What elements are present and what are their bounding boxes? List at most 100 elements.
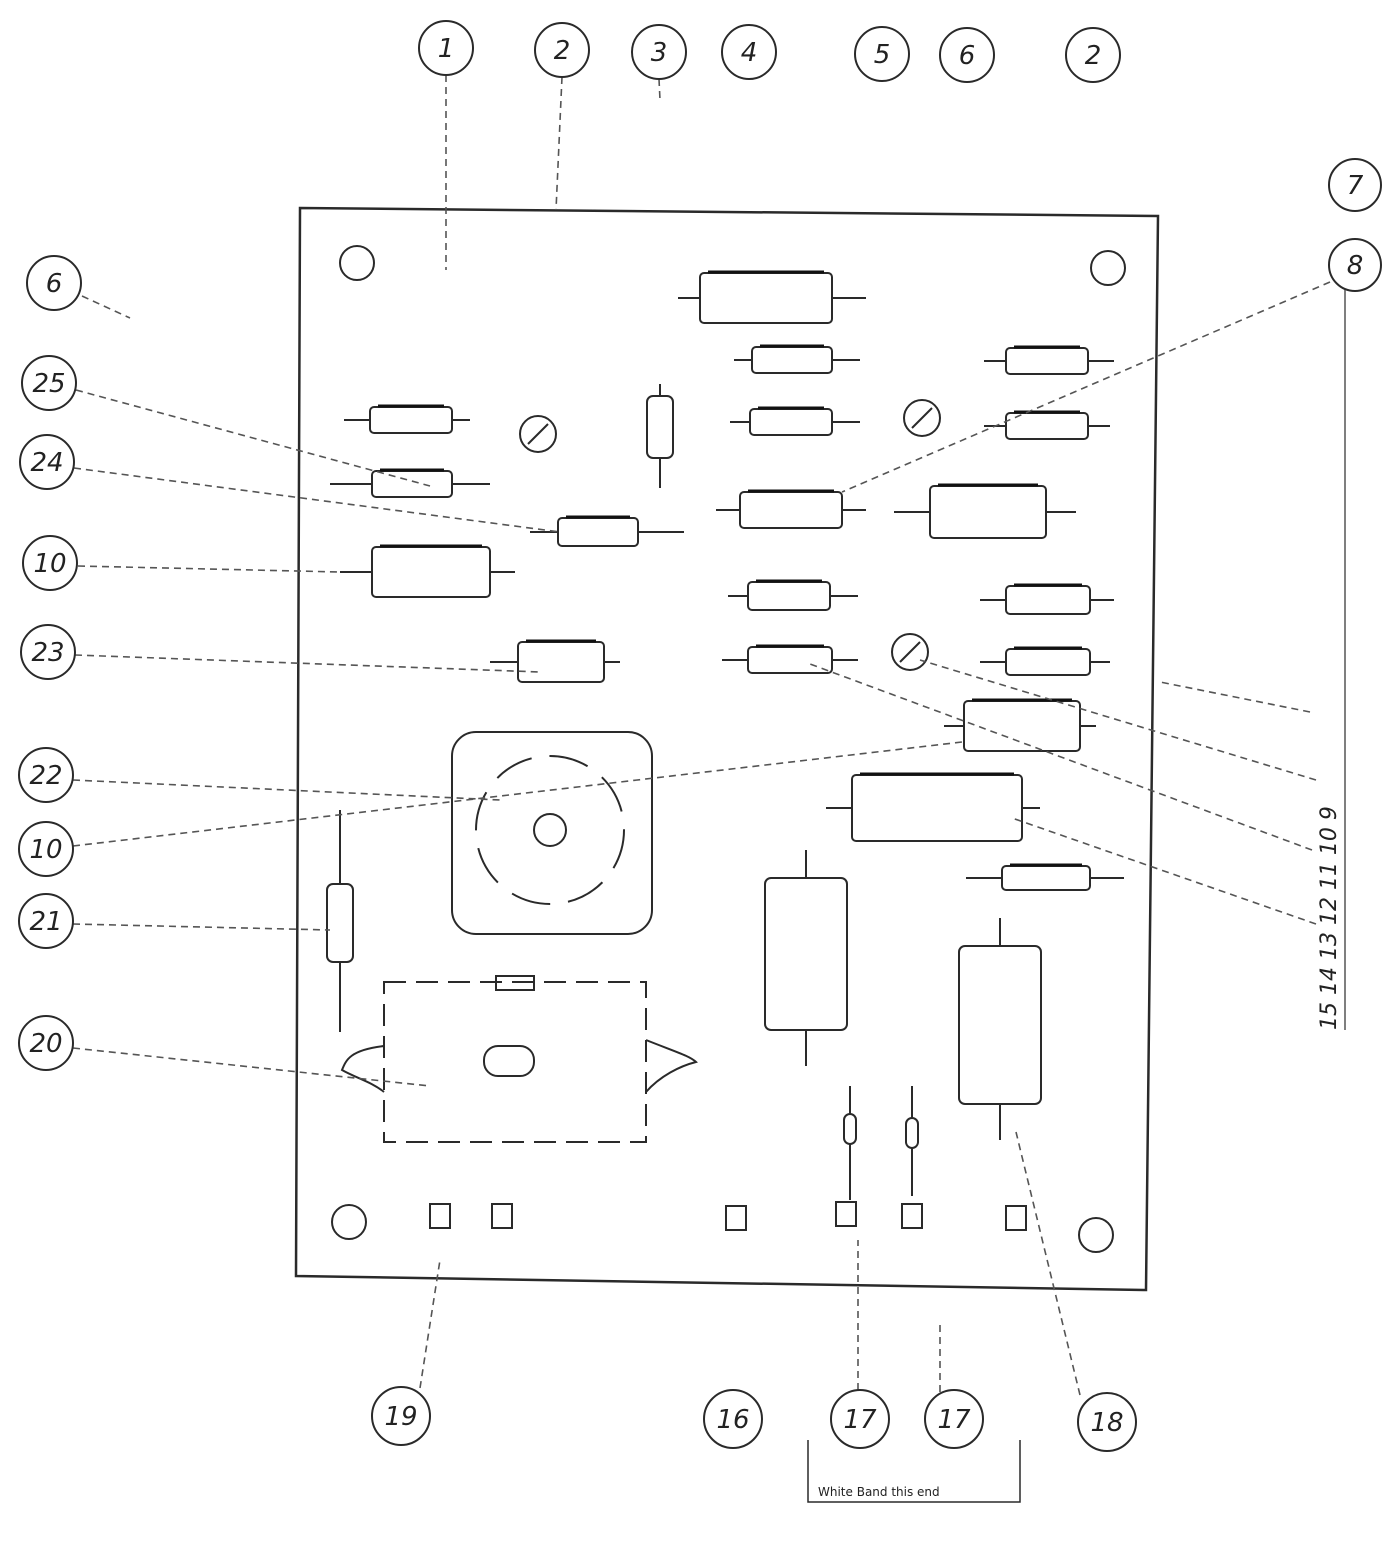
capacitor-electrolytic (944, 698, 1096, 752)
callout-bottom-17a: 17 (830, 1389, 890, 1449)
svg-text:5: 5 (874, 40, 891, 70)
terminal-pin (429, 1203, 451, 1229)
svg-text:10: 10 (33, 549, 66, 579)
svg-text:6: 6 (959, 41, 976, 71)
resistor-vertical (326, 810, 354, 1032)
terminal-pin (1005, 1205, 1027, 1231)
resistor (984, 345, 1114, 375)
trimpot (903, 399, 941, 437)
mounting-hole (339, 245, 375, 281)
svg-text:17: 17 (937, 1405, 971, 1435)
callout-left-23: 23 (20, 624, 76, 680)
callouts-left: 6 25 24 10 23 22 10 21 20 (18, 255, 82, 1071)
transformer (340, 975, 698, 1143)
leader-line (658, 78, 661, 101)
callout-top-5: 5 (854, 26, 910, 82)
leader-line (1159, 681, 1311, 713)
capacitor-electrolytic (340, 544, 515, 598)
capacitor-vertical (764, 850, 848, 1066)
resistor (722, 644, 858, 674)
svg-text:8: 8 (1347, 251, 1364, 281)
resistor (734, 344, 860, 374)
right-edge-label-strip: 15 14 13 12 11 10 9 (1317, 290, 1346, 1030)
diode (905, 1086, 919, 1196)
leader-line (809, 663, 1313, 851)
callout-right-8: 8 (1328, 238, 1382, 292)
resistor (980, 646, 1110, 676)
leader-line (75, 389, 431, 487)
svg-text:22: 22 (29, 761, 62, 791)
leader-line (72, 741, 963, 847)
resistor-vertical (646, 384, 674, 488)
capacitor-small (490, 639, 620, 683)
mounting-hole (1090, 250, 1126, 286)
capacitor-vertical (958, 918, 1042, 1140)
diode (843, 1086, 857, 1200)
resistor (980, 583, 1114, 615)
callouts-right: 7 8 (1328, 158, 1382, 292)
white-band-note: White Band this end (807, 1440, 1021, 1503)
svg-text:2: 2 (554, 36, 571, 66)
svg-text:16: 16 (716, 1405, 749, 1435)
callout-top-1: 1 (418, 20, 474, 76)
mounting-hole (1078, 1217, 1114, 1253)
svg-text:21: 21 (29, 907, 62, 937)
svg-text:2: 2 (1085, 41, 1102, 71)
resistor (984, 410, 1110, 440)
resistor (344, 404, 470, 434)
callout-top-7: 2 (1065, 27, 1121, 83)
callout-left-10b: 10 (18, 821, 74, 877)
leader-line (919, 659, 1317, 781)
svg-text:1: 1 (438, 34, 455, 64)
leader-line (1015, 1131, 1081, 1396)
callout-top-4: 4 (721, 24, 777, 80)
fan-socket (451, 731, 653, 935)
circuit-board (294, 206, 1160, 1292)
trimpot (891, 633, 929, 671)
capacitor-large-top (678, 270, 866, 324)
resistor (530, 515, 684, 547)
svg-text:20: 20 (29, 1029, 62, 1059)
svg-text:24: 24 (30, 448, 63, 478)
leader-line (72, 779, 501, 801)
leader-line (841, 281, 1331, 493)
svg-text:19: 19 (384, 1402, 417, 1432)
svg-text:7: 7 (1347, 171, 1364, 201)
svg-text:18: 18 (1090, 1408, 1123, 1438)
callout-left-6: 6 (26, 255, 82, 311)
leader-line (81, 295, 131, 319)
callout-left-20: 20 (18, 1015, 74, 1071)
leader-line (77, 565, 341, 573)
callout-top-3: 3 (631, 24, 687, 80)
svg-text:17: 17 (843, 1405, 877, 1435)
trimpot (519, 415, 557, 453)
callouts-top: 1 2 3 4 5 6 2 (418, 20, 1121, 83)
terminal-pin (835, 1201, 857, 1227)
leader-line (419, 1259, 441, 1389)
svg-text:3: 3 (651, 38, 668, 68)
callout-bottom-19: 19 (371, 1386, 431, 1446)
callout-left-21: 21 (18, 893, 74, 949)
svg-text:25: 25 (32, 369, 65, 399)
terminal-pin (491, 1203, 513, 1229)
callout-left-22: 22 (18, 747, 74, 803)
right-edge-label: 15 14 13 12 11 10 9 (1317, 806, 1342, 1030)
leader-line (73, 467, 561, 533)
resistor (728, 579, 858, 611)
callout-right-7: 7 (1328, 158, 1382, 212)
leader-line (1011, 817, 1317, 925)
callout-top-6: 6 (939, 27, 995, 83)
callout-left-10: 10 (22, 535, 78, 591)
leader-line (72, 923, 331, 931)
callout-bottom-17b: 17 (924, 1389, 984, 1449)
terminal-pin (725, 1205, 747, 1231)
svg-text:4: 4 (741, 38, 758, 68)
resistor (966, 863, 1124, 891)
white-band-label: White Band this end (818, 1485, 940, 1499)
capacitor-electrolytic (894, 483, 1076, 539)
leader-line (555, 76, 563, 211)
callout-bottom-16: 16 (703, 1389, 763, 1449)
callout-left-25: 25 (21, 355, 77, 411)
capacitor-large (826, 772, 1040, 842)
